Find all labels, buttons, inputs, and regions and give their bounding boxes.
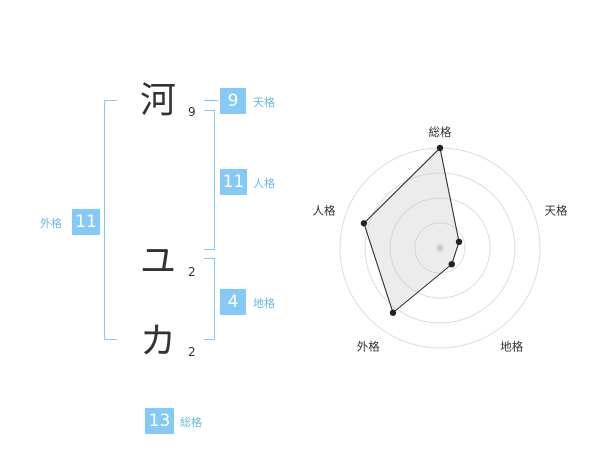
jinkaku-value: 11 — [220, 169, 247, 195]
stroke-count-2: 2 — [188, 265, 196, 279]
radar-ring — [389, 197, 491, 299]
radar-axis-label-4: 外格 — [357, 340, 380, 354]
name-char-3: カ — [139, 321, 176, 362]
chikaku-value: 4 — [220, 289, 246, 315]
radar-ring — [414, 222, 466, 274]
tenkaku-label: 天格 — [253, 96, 275, 109]
radar-point-5 — [360, 220, 368, 227]
stroke-count-3: 2 — [188, 345, 196, 359]
jinkaku-label: 人格 — [253, 177, 275, 190]
tenkaku-connector — [204, 100, 218, 101]
gaikaku-label: 外格 — [40, 217, 62, 230]
radar-data-polygon — [363, 146, 460, 314]
tenkaku-value: 9 — [220, 88, 246, 114]
radar-axis-label-2: 天格 — [545, 203, 568, 217]
name-char-1: 河 — [139, 80, 176, 121]
radar-point-4 — [389, 309, 397, 316]
radar-point-2 — [455, 238, 463, 246]
soukaku-value: 13 — [145, 408, 174, 434]
radar-axis-label-1: 総格 — [429, 125, 452, 139]
radar-axis-label-5: 人格 — [312, 203, 335, 217]
jinkaku-bracket — [204, 110, 215, 250]
radar-point-1 — [436, 144, 444, 152]
chikaku-bracket — [204, 258, 215, 340]
stroke-count-1: 9 — [188, 105, 196, 119]
radar-ring — [364, 172, 516, 324]
gaikaku-bracket — [104, 100, 117, 340]
gaikaku-value: 11 — [72, 209, 100, 235]
name-char-2: ユ — [139, 241, 176, 282]
radar-center-dot — [436, 244, 444, 252]
soukaku-label: 総格 — [180, 416, 202, 429]
chikaku-label: 地格 — [253, 297, 275, 310]
radar-axis-label-3: 地格 — [500, 340, 523, 354]
radar-point-3 — [448, 260, 455, 268]
